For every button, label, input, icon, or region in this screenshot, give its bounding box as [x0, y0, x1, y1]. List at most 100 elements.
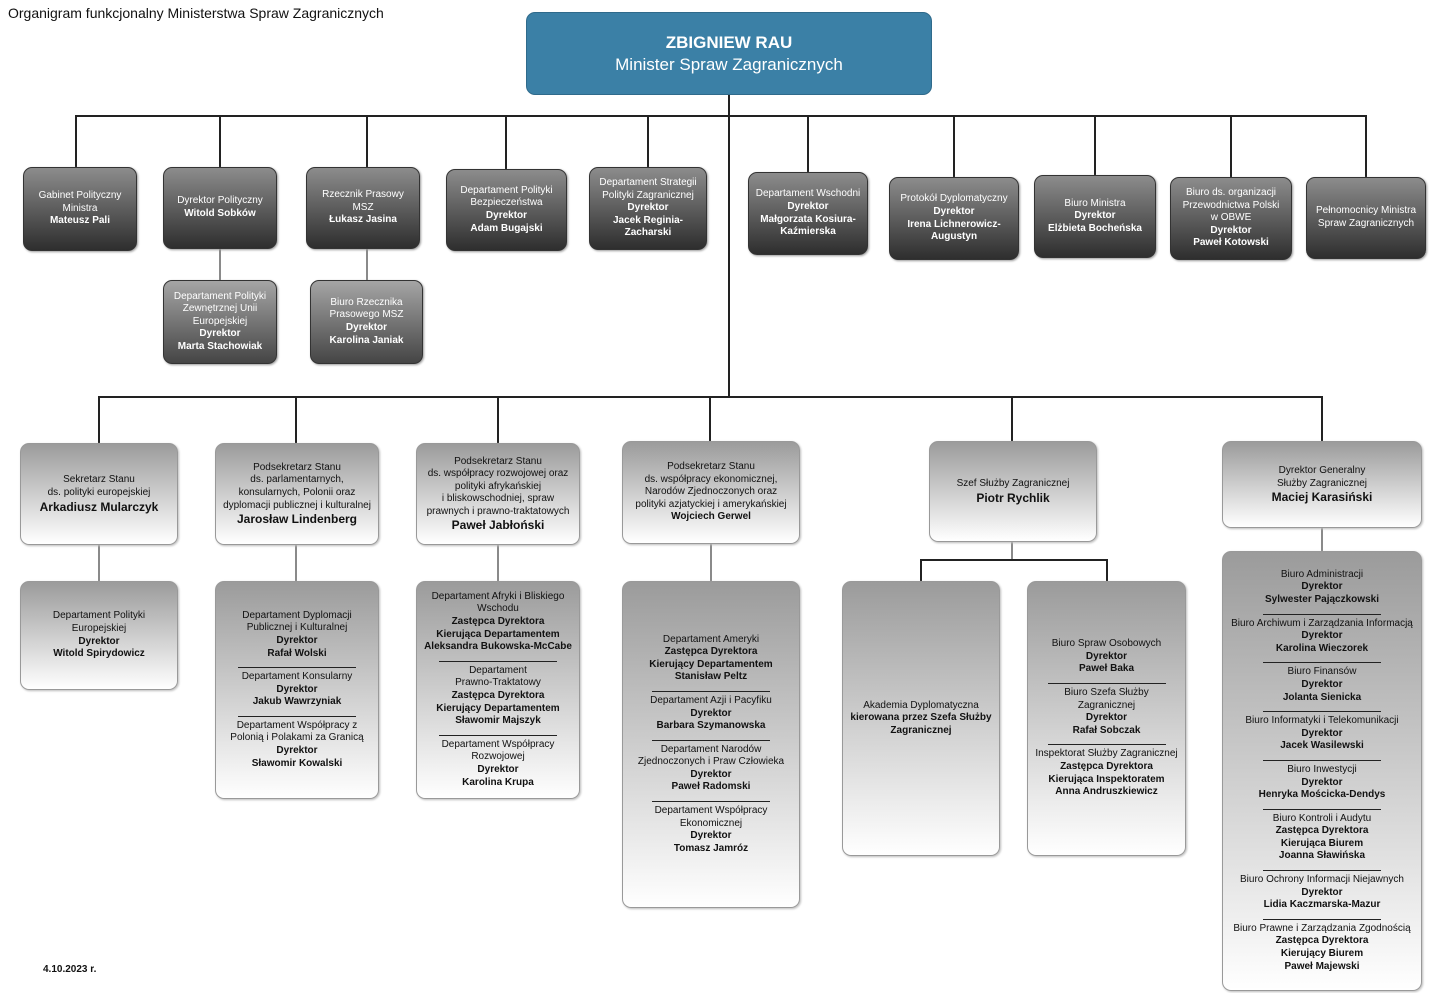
- unit-head-line: Augustyn: [930, 231, 978, 243]
- unit-name-line: MSZ: [352, 201, 374, 213]
- connector-line: [98, 396, 100, 443]
- unit-name-line: ds. współpracy ekonomicznej,: [644, 473, 778, 485]
- unit-name-line: Przewodnictwa Polski: [1182, 199, 1280, 211]
- minister-box[interactable]: ZBIGNIEW RAU Minister Spraw Zagranicznyc…: [526, 12, 932, 95]
- unit-name-line: Zjednoczonych i Praw Człowieka: [637, 756, 785, 768]
- unit-name-line: konsularnych, Polonii oraz: [238, 487, 356, 498]
- connector-line: [920, 559, 1108, 561]
- unit-name-line: Departament Współpracy: [441, 738, 555, 750]
- unit-head-line: kierowana przez Szefa Służby: [850, 712, 992, 724]
- unit-name-line: Departament Dyplomacji: [242, 609, 352, 621]
- section-divider: [652, 801, 770, 803]
- unit-head-line: Dyrektor: [787, 200, 829, 212]
- unit-head-line: Kierująca Biurem: [1280, 837, 1364, 849]
- unit-head-line: Kierująca Departamentem: [436, 628, 560, 640]
- unit-name-line: w OBWE: [1210, 212, 1252, 224]
- unit-name-line: i bliskowschodniej, spraw: [441, 493, 555, 505]
- section-divider: [238, 667, 356, 669]
- unit-head-line: Dyrektor: [1301, 727, 1343, 739]
- unit-head-line: Paweł Jabłoński: [451, 518, 545, 533]
- unit-head-line: Karolina Krupa: [462, 776, 534, 788]
- connector-line: [710, 544, 712, 581]
- unit-head-line: Dyrektor: [485, 210, 528, 221]
- unit-head-line: Dyrektor: [1301, 776, 1343, 788]
- unit-head-line: Dyrektor: [1210, 224, 1252, 236]
- unit-head-line: Dyrektor: [690, 830, 732, 842]
- unit-head-line: Jolanta Sienicka: [1282, 691, 1362, 703]
- unit-head-line: Barbara Szymanowska: [656, 720, 766, 732]
- unit-head-line: Maciej Karasiński: [1271, 490, 1373, 505]
- unit-name-line: Inspektorat Służby Zagranicznej: [1035, 748, 1178, 760]
- unit-name-line: Departament Konsularny: [241, 671, 353, 683]
- unit-name-line: Podsekretarz Stanu: [667, 461, 755, 473]
- unit-name-line: Biuro Prawne i Zarządzania Zgodnością: [1233, 922, 1411, 934]
- unit-head-line: Wojciech Gerwel: [671, 511, 751, 523]
- unit-head-line: Karolina Janiak: [329, 334, 404, 346]
- unit-name-line: Polityki Zagranicznej: [602, 189, 694, 201]
- connector-line: [219, 115, 221, 167]
- unit-head-line: Dyrektor: [477, 763, 519, 775]
- unit-name-line: ds. parlamentarnych,: [250, 474, 344, 486]
- connector-line: [366, 115, 368, 167]
- connector-line: [728, 95, 730, 397]
- connector-line: [647, 115, 649, 167]
- section-divider: [1263, 870, 1381, 872]
- unit-name-line: Biuro Kontroli i Audytu: [1272, 812, 1372, 824]
- unit-head-line: Stanisław Peltz: [674, 671, 748, 683]
- unit-name-line: Ekonomicznej: [679, 817, 743, 829]
- unit-name-line: Podsekretarz Stanu: [454, 455, 542, 467]
- unit-name-line: Departament Polityki: [173, 290, 267, 302]
- unit-name-line: Dyrektor Generalny: [1278, 464, 1366, 476]
- unit-name-line: Podsekretarz Stanu: [253, 461, 341, 473]
- unit-name-line: Biuro Szefa Służby: [1064, 687, 1149, 699]
- connector-line: [1094, 115, 1096, 175]
- connector-line: [709, 396, 711, 441]
- unit-head-line: Dyrektor: [276, 745, 318, 757]
- section-divider: [1263, 808, 1381, 810]
- unit-head-line: Elżbieta Bocheńska: [1048, 222, 1142, 234]
- unit-head-line: Marta Stachowiak: [177, 340, 263, 352]
- connector-line: [807, 115, 809, 172]
- unit-name-line: Biuro Inwestycji: [1287, 763, 1357, 775]
- unit-head-line: Zacharski: [624, 227, 672, 239]
- unit-head-line: Sławomir Kowalski: [251, 757, 343, 769]
- unit-name-line: Szef Służby Zagranicznej: [956, 478, 1070, 490]
- unit-head-line: Dyrektor: [199, 328, 241, 340]
- section-divider: [1263, 662, 1381, 664]
- unit-name-line: Ministra: [62, 202, 98, 214]
